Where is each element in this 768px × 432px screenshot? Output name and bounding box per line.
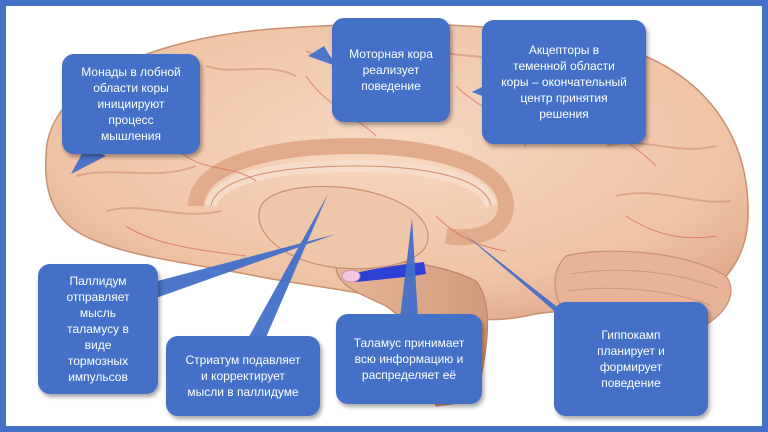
pineal-marker [341, 269, 361, 283]
striatum-pointer [246, 194, 328, 342]
callout-pallidum: Паллидум отправляет мысль таламусу в вид… [38, 264, 158, 394]
callout-motor-cortex: Моторная кора реализует поведение [332, 18, 450, 122]
cingulate-gyrus [188, 137, 515, 246]
callout-monads: Монады в лобной области коры инициируют … [62, 54, 200, 154]
hippocampus-pointer [462, 232, 566, 321]
callout-thalamus: Таламус принимает всю информацию и распр… [336, 314, 482, 404]
callout-striatum: Стриатум подавляет и корректирует мысли … [166, 336, 320, 416]
callout-acceptors: Акцепторы в теменной области коры – окон… [482, 20, 646, 144]
callout-hippocampus: Гиппокамп планирует и формирует поведени… [554, 302, 708, 416]
pallidum-pointer [146, 234, 336, 298]
motor-pointer [308, 46, 336, 66]
thalamus-pointer [400, 218, 418, 318]
